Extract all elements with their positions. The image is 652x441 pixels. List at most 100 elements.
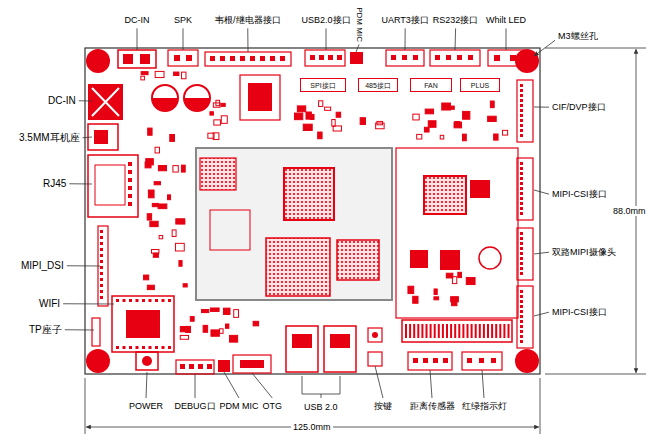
- smd-pad: [181, 165, 185, 172]
- pin: [100, 248, 103, 251]
- pin: [520, 262, 523, 265]
- dimension-line: [545, 48, 646, 49]
- leader-line: [247, 28, 248, 52]
- pin: [174, 55, 180, 61]
- pin: [520, 94, 523, 97]
- pin: [520, 237, 523, 240]
- pin: [520, 295, 523, 298]
- pin: [450, 324, 452, 338]
- smd-pad: [408, 286, 414, 293]
- pin: [116, 299, 119, 302]
- pin: [520, 192, 523, 195]
- pin: [443, 358, 448, 363]
- leader-line: [455, 28, 457, 50]
- pin: [116, 346, 119, 349]
- leader-line: [534, 107, 549, 108]
- smd-pad: [310, 114, 314, 119]
- leader-lines: [63, 28, 555, 398]
- pin: [128, 178, 132, 182]
- smd-pad: [182, 72, 186, 79]
- chip: [337, 240, 379, 280]
- smd-pad: [223, 308, 230, 314]
- smd-pad: [154, 182, 160, 185]
- smd-pad: [424, 127, 429, 132]
- smd-pad: [494, 134, 498, 140]
- smd-pad: [170, 134, 175, 141]
- smd-pad: [153, 253, 158, 257]
- camera-connector: [517, 228, 533, 280]
- pin: [426, 324, 428, 338]
- smd-pad: [303, 124, 312, 130]
- smd-pad: [454, 122, 461, 128]
- mic: [350, 52, 363, 64]
- callout-label: RS232接口: [433, 15, 479, 25]
- smd-pad: [179, 261, 182, 267]
- pin: [413, 358, 418, 363]
- smd-pad: [220, 329, 224, 334]
- pin: [520, 124, 523, 127]
- pin: [520, 129, 523, 132]
- pin: [128, 194, 132, 198]
- component: [126, 310, 160, 338]
- connector-box: SPI接口: [300, 78, 346, 92]
- screw-hole: [86, 49, 110, 73]
- component: [470, 180, 490, 198]
- screw-hole: [515, 349, 539, 373]
- callout-label: DC-IN: [48, 95, 76, 107]
- leader-line: [326, 28, 327, 50]
- leader-line: [63, 303, 114, 304]
- pin: [142, 299, 145, 302]
- callout-label: 3.5MM耳机座: [19, 132, 80, 144]
- chip: [200, 158, 236, 190]
- pin: [434, 324, 436, 338]
- pin: [402, 55, 407, 60]
- smd-pad: [203, 325, 208, 332]
- smd-pad: [174, 72, 179, 75]
- pin: [129, 299, 132, 302]
- pin: [520, 305, 523, 308]
- callout-label: 按键: [374, 401, 392, 411]
- callout-label: Whilt LED: [486, 15, 526, 25]
- pin: [423, 358, 428, 363]
- leader-line: [195, 374, 196, 398]
- pin: [520, 272, 523, 275]
- pin: [128, 170, 132, 174]
- pin: [520, 247, 523, 250]
- sensor-connector: [408, 352, 452, 370]
- smd-pad: [234, 310, 239, 318]
- smd-pad: [214, 120, 221, 125]
- pin: [136, 346, 139, 349]
- smd-pad: [336, 112, 341, 117]
- callout-label: 韦根/继电器接口: [215, 15, 281, 25]
- smd-pad: [148, 128, 152, 135]
- pin: [405, 324, 407, 338]
- edge-connector: [402, 320, 512, 342]
- smd-pad: [213, 103, 220, 107]
- component: [372, 332, 378, 338]
- smd-pad: [155, 147, 159, 153]
- pin: [520, 335, 523, 338]
- pin: [520, 290, 523, 293]
- component: [248, 83, 272, 111]
- pin: [189, 364, 194, 369]
- rj45-jack: [88, 155, 138, 217]
- pin: [454, 324, 456, 338]
- callout-label: M3螺丝孔: [558, 31, 598, 41]
- pin: [413, 55, 418, 60]
- smd-pad: [325, 107, 331, 110]
- smd-pad: [377, 121, 383, 124]
- smd-pad: [202, 310, 209, 313]
- board-outline: [85, 48, 540, 374]
- pin: [442, 324, 444, 338]
- smd-pad: [226, 324, 229, 328]
- pin: [128, 202, 132, 206]
- pin: [162, 299, 165, 302]
- ic-outline: [240, 75, 280, 120]
- callout-label: TP座子: [29, 324, 62, 336]
- smd-pad: [221, 103, 225, 106]
- pin: [100, 230, 103, 233]
- button: [368, 352, 382, 366]
- smd-pad: [332, 120, 335, 127]
- smd-pad: [210, 308, 219, 311]
